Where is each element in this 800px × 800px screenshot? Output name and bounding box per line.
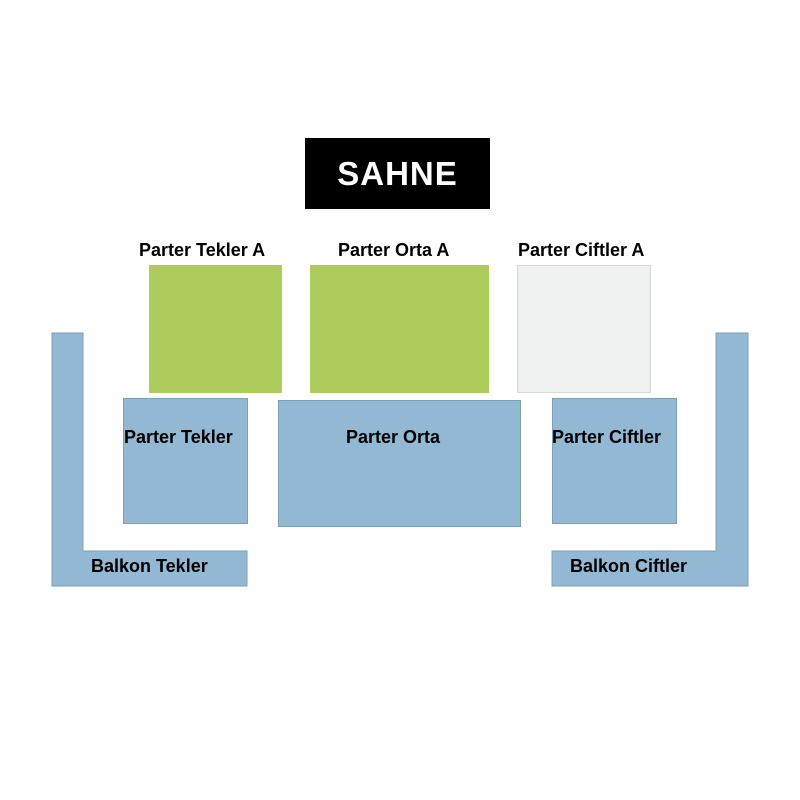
section-parter-orta[interactable] (278, 400, 521, 527)
section-parter-tekler[interactable] (123, 398, 248, 524)
parter-ciftler-a-label: Parter Ciftler A (518, 240, 645, 260)
balkon-tekler-label: Balkon Tekler (91, 556, 208, 576)
section-parter-orta-a[interactable] (310, 265, 489, 393)
parter-ciftler-label: Parter Ciftler (552, 427, 662, 447)
stage-label: SAHNE (337, 154, 458, 192)
parter-tekler-a-label: Parter Tekler A (139, 240, 266, 260)
stage: SAHNE (305, 138, 490, 209)
parter-orta-a-label: Parter Orta A (338, 240, 450, 260)
section-parter-tekler-a[interactable] (149, 265, 282, 393)
section-balkon-ciftler-shape (551, 332, 749, 587)
balkon-ciftler-label: Balkon Ciftler (570, 556, 688, 576)
section-parter-ciftler[interactable] (552, 398, 677, 524)
parter-orta-label: Parter Orta (346, 427, 441, 447)
section-parter-ciftler-a[interactable] (517, 265, 651, 393)
parter-tekler-label: Parter Tekler (124, 427, 233, 447)
